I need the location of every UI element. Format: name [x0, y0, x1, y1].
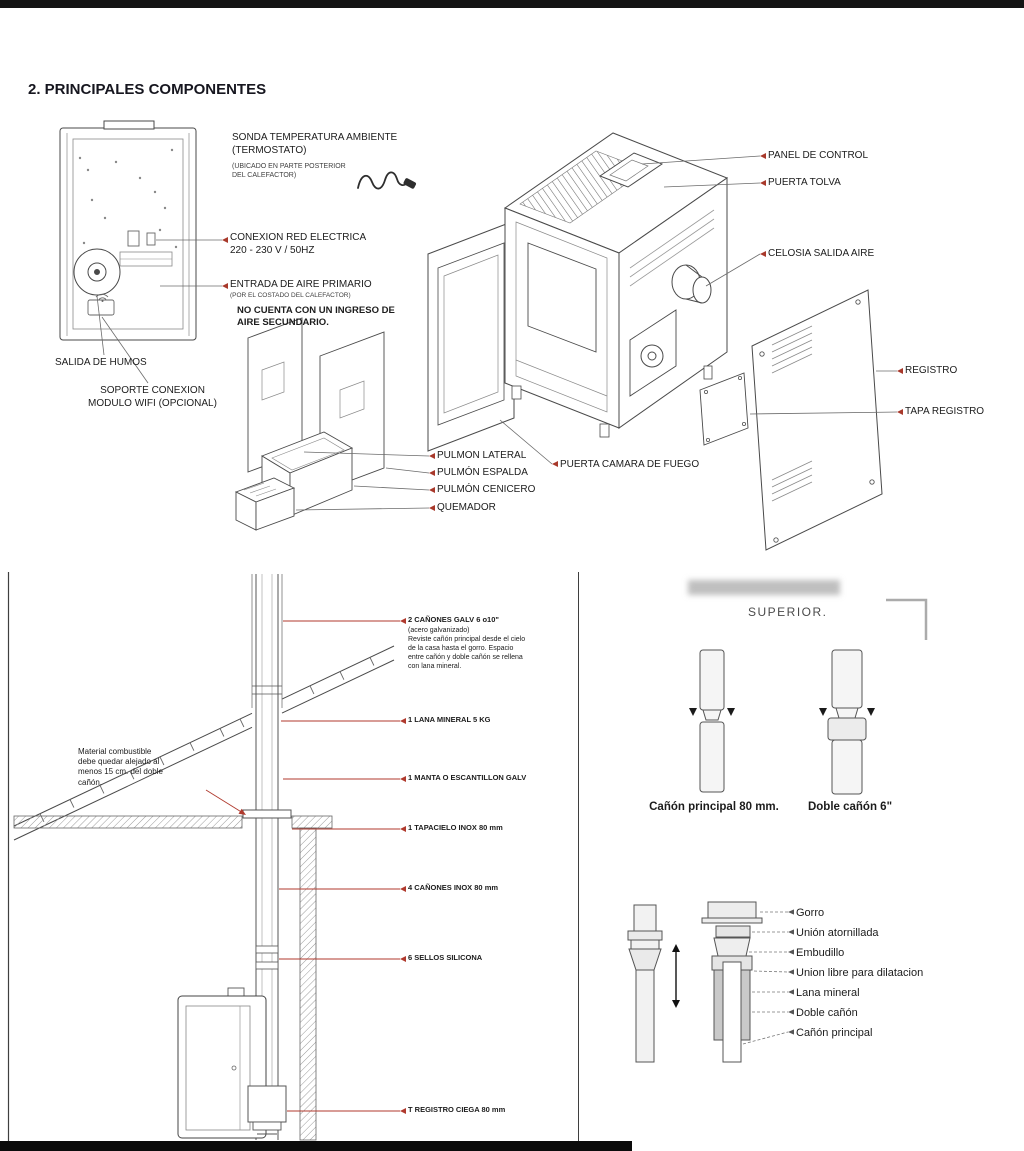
- label-celosia-salida-aire: CELOSIA SALIDA AIRE: [768, 248, 875, 259]
- label-pulmon-espalda: PULMÓN ESPALDA: [437, 467, 528, 478]
- label-union-libre: Union libre para dilatacion: [796, 967, 924, 979]
- thermostat-cable-icon: [357, 171, 417, 190]
- component-assembly-drawing: [627, 901, 763, 1063]
- label-puerta-camara-fuego: PUERTA CAMARA DE FUEGO: [560, 459, 700, 470]
- leader-arrows-dashed: [742, 909, 794, 1045]
- label-part-canones-inox: 4 CAÑONES INOX 80 mm: [408, 883, 499, 892]
- redacted-text-blur: [688, 580, 840, 595]
- label-part-sellos-silicona: 6 SELLOS SILICONA: [408, 953, 483, 962]
- label-tapa-registro: TAPA REGISTRO: [905, 406, 985, 417]
- label-canon-principal: Cañón principal: [796, 1027, 873, 1039]
- label-union-atornillada: Unión atornillada: [796, 927, 879, 939]
- pipe-main-drawing: [689, 649, 735, 793]
- bottom-rule: [0, 1141, 632, 1151]
- label-part-canones-galv: 2 CAÑONES GALV 6 o10": [408, 615, 499, 624]
- caption-doble-canon: Doble cañón 6": [807, 801, 893, 813]
- label-part-canones-galv-desc: (acero galvanizado) Reviste cañón princi…: [408, 627, 526, 670]
- slide-arrow-icon: [672, 944, 680, 1008]
- label-embudillo: Embudillo: [796, 947, 845, 959]
- label-conexion-electrica: CONEXION RED ELECTRICA 220 - 230 V / 50H…: [230, 232, 367, 256]
- label-registro: REGISTRO: [905, 365, 958, 376]
- label-soporte-wifi: SOPORTE CONEXION MODULO WIFI (OPCIONAL): [88, 385, 217, 409]
- label-lana-mineral: Lana mineral: [796, 987, 860, 999]
- label-part-manta-escantillon: 1 MANTA O ESCANTILLON GALV: [408, 773, 527, 782]
- wifi-module-icon: [87, 293, 115, 316]
- label-sonda-sub: (UBICADO EN PARTE POSTERIOR DEL CALEFACT…: [232, 163, 346, 179]
- leader-arrows-top: [156, 153, 903, 511]
- assembly-right: [701, 901, 763, 1063]
- section-divider: [7, 572, 579, 1141]
- label-part-t-registro: T REGISTRO CIEGA 80 mm: [408, 1105, 506, 1114]
- page-title: 2. PRINCIPALES COMPONENTES: [28, 81, 267, 98]
- label-nota-material-combustible: Material combustible debe quedar alejado…: [78, 747, 163, 787]
- label-part-tapacielo: 1 TAPACIELO INOX 80 mm: [408, 823, 503, 832]
- label-superior-heading: SUPERIOR.: [748, 605, 828, 619]
- label-part-lana-mineral: 1 LANA MINERAL 5 KG: [408, 715, 491, 724]
- exploded-stove-drawing: [234, 132, 883, 551]
- label-quemador: QUEMADOR: [437, 502, 496, 513]
- top-rule: [0, 0, 1024, 8]
- label-panel-de-control: PANEL DE CONTROL: [768, 150, 869, 161]
- caption-canon-principal: Cañón principal 80 mm.: [649, 801, 779, 813]
- label-aviso-aire-secundario: NO CUENTA CON UN INGRESO DE AIRE SECUNDA…: [237, 305, 395, 329]
- assembly-left: [627, 904, 663, 1063]
- pipe-double-drawing: [819, 649, 875, 795]
- label-sonda-termostato: SONDA TEMPERATURA AMBIENTE (TERMOSTATO): [232, 132, 398, 156]
- leader-arrows-red: [205, 618, 406, 1114]
- screw-dots: [78, 148, 178, 249]
- label-doble-canon: Doble cañón: [796, 1007, 858, 1019]
- label-pulmon-cenicero: PULMÓN CENICERO: [437, 484, 536, 495]
- pipe-diagrams: [689, 649, 875, 795]
- t-registro-drawing: [247, 1085, 287, 1135]
- label-entrada-aire-sub: (POR EL COSTADO DEL CALEFACTOR): [230, 292, 351, 299]
- back-view-stove-drawing: [59, 120, 197, 384]
- label-salida-humos: SALIDA DE HUMOS: [55, 357, 147, 368]
- label-entrada-aire: ENTRADA DE AIRE PRIMARIO: [230, 279, 372, 290]
- label-puerta-tolva: PUERTA TOLVA: [768, 177, 841, 188]
- label-pulmon-lateral: PULMON LATERAL: [437, 450, 527, 461]
- corner-bracket: [886, 598, 928, 640]
- label-gorro: Gorro: [796, 907, 825, 919]
- house-section-drawing: [13, 574, 395, 1141]
- installed-stove-drawing: [177, 987, 267, 1139]
